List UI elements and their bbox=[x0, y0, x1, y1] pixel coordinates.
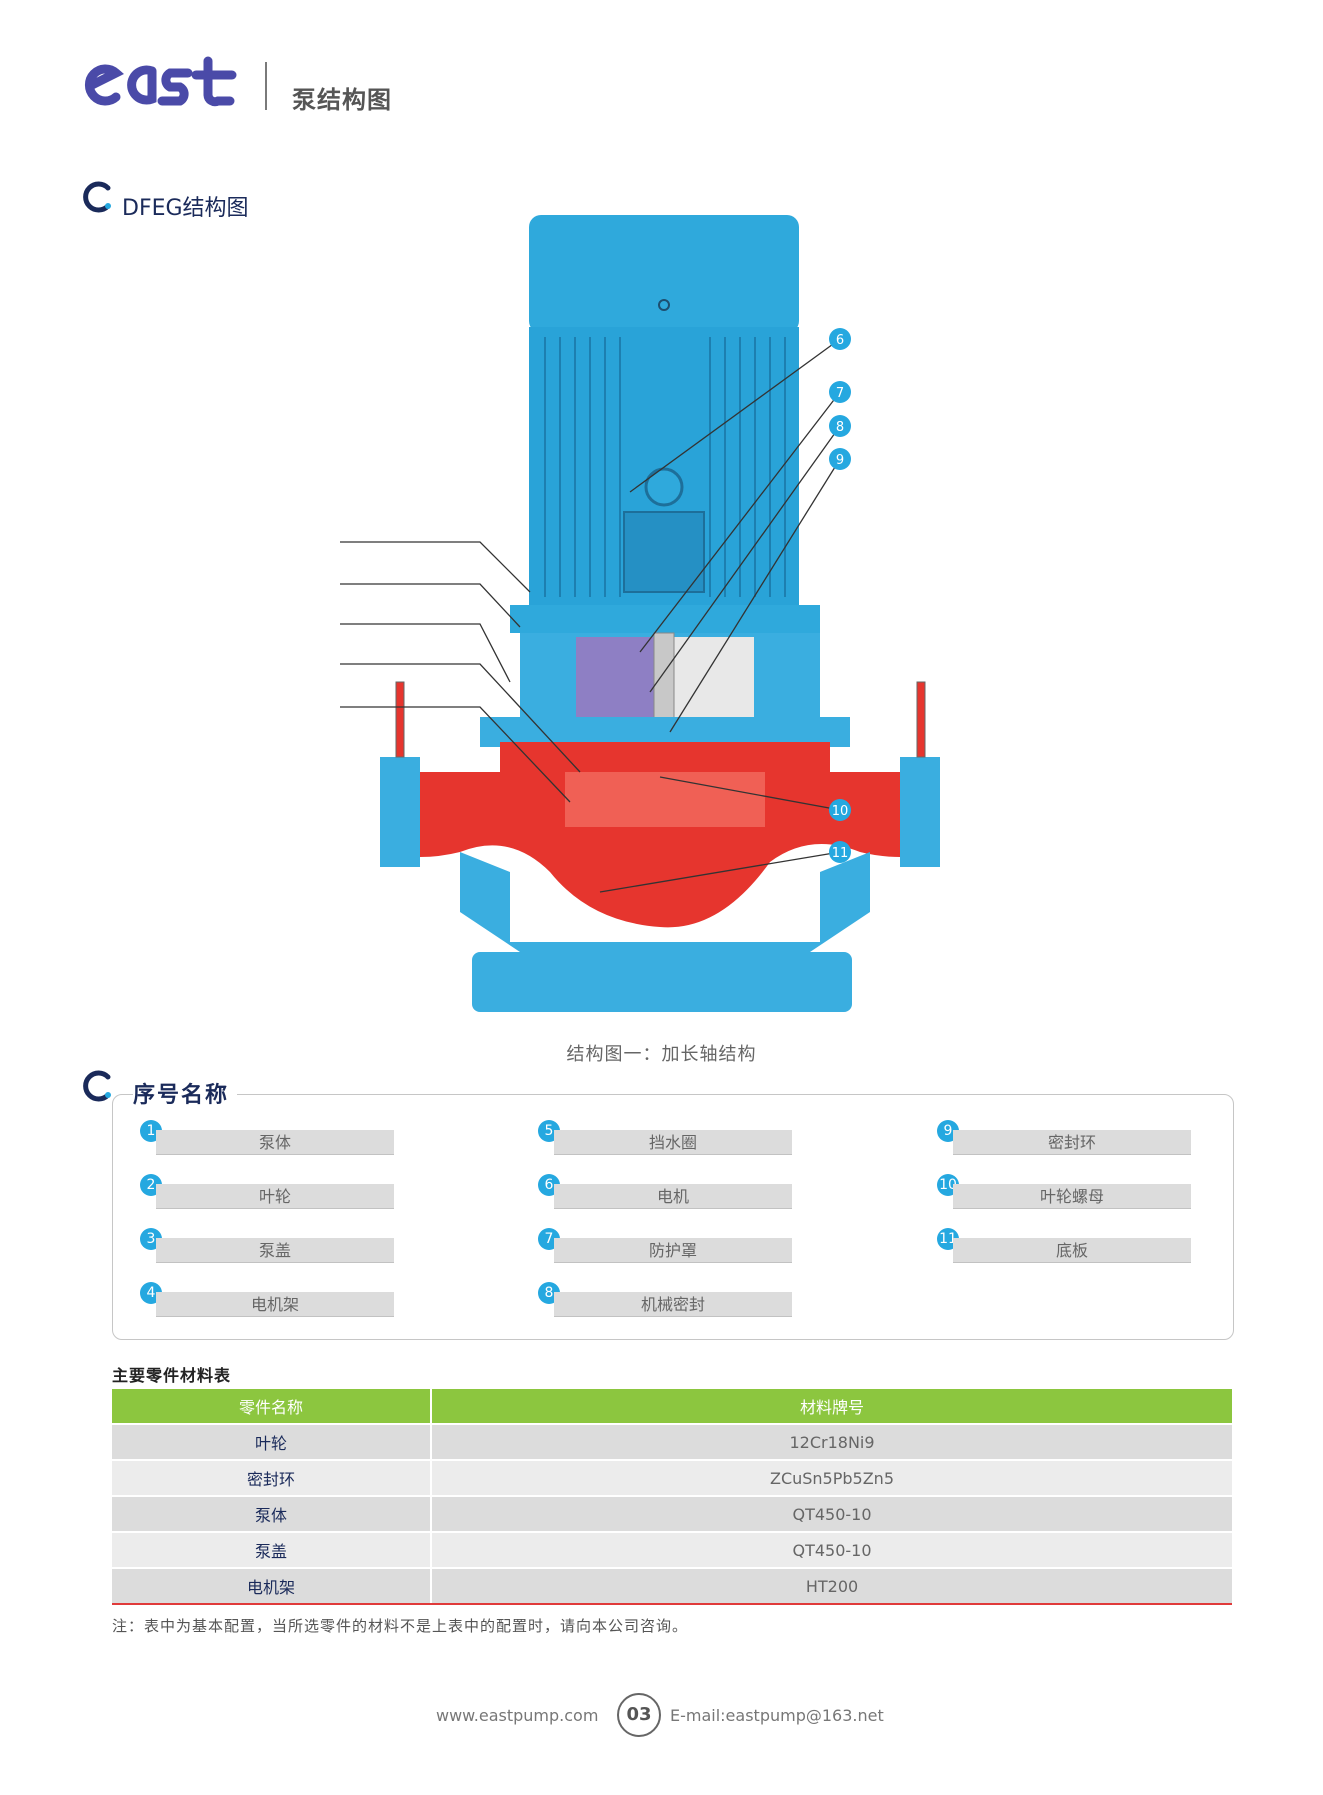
part-name: 电机架 bbox=[156, 1292, 394, 1317]
part-name: 叶轮 bbox=[156, 1184, 394, 1209]
table-header-row: 零件名称 材料牌号 bbox=[112, 1389, 1232, 1424]
callout-circle bbox=[829, 328, 851, 350]
section-bullet-icon bbox=[83, 181, 111, 213]
motor-junction-cap bbox=[644, 467, 684, 507]
part-name: 叶轮螺母 bbox=[953, 1184, 1191, 1209]
part-name-cell: 密封环 bbox=[112, 1459, 432, 1496]
materials-title: 主要零件材料表 bbox=[112, 1366, 232, 1385]
section-title-structure: DFEG结构图 bbox=[122, 196, 249, 221]
callout-number: 6 bbox=[836, 333, 844, 348]
part-name: 机械密封 bbox=[554, 1292, 792, 1317]
callout-circle bbox=[829, 841, 851, 863]
callout-number: 7 bbox=[836, 386, 844, 401]
part-name: 密封环 bbox=[953, 1130, 1191, 1155]
callout-circle bbox=[829, 799, 851, 821]
callout-circle bbox=[829, 415, 851, 437]
motor-cooling-fins bbox=[544, 337, 786, 597]
part-name-cell: 泵体 bbox=[112, 1495, 432, 1532]
pump-structure-diagram: 1234567891011 bbox=[340, 215, 940, 1012]
part-name: 防护罩 bbox=[554, 1238, 792, 1263]
inlet-flange bbox=[380, 757, 420, 867]
motor-fan-cover bbox=[529, 215, 799, 333]
footer-website: www.eastpump.com bbox=[436, 1706, 599, 1725]
base-plate bbox=[472, 952, 852, 1012]
material-cell: HT200 bbox=[431, 1567, 1232, 1605]
part-name: 挡水圈 bbox=[554, 1130, 792, 1155]
part-name: 泵盖 bbox=[156, 1238, 394, 1263]
outlet-flange bbox=[900, 757, 940, 867]
col-header-material: 材料牌号 bbox=[431, 1389, 1232, 1424]
east-logo: east bbox=[84, 56, 237, 114]
page-title: 泵结构图 bbox=[292, 86, 392, 114]
footnote: 注：表中为基本配置，当所选零件的材料不是上表中的配置时，请向本公司咨询。 bbox=[112, 1617, 689, 1635]
part-name-cell: 叶轮 bbox=[112, 1423, 432, 1460]
callout-circle bbox=[829, 448, 851, 470]
part-name: 泵体 bbox=[156, 1130, 394, 1155]
callout-number: 9 bbox=[836, 453, 844, 468]
logo-text: east bbox=[164, 111, 167, 114]
diagram-callouts: 1234567891011 bbox=[829, 328, 851, 863]
part-name: 底板 bbox=[953, 1238, 1191, 1263]
section-bullet-icon bbox=[83, 1070, 111, 1102]
callout-circle bbox=[829, 381, 851, 403]
part-name: 电机 bbox=[554, 1184, 792, 1209]
callout-number: 10 bbox=[832, 804, 849, 819]
section-title-parts: 序号名称 bbox=[133, 1077, 238, 1109]
impeller bbox=[565, 772, 765, 827]
col-header-part: 零件名称 bbox=[112, 1389, 432, 1424]
callout-number: 8 bbox=[836, 420, 844, 435]
material-cell: QT450-10 bbox=[431, 1495, 1232, 1532]
material-cell: 12Cr18Ni9 bbox=[431, 1423, 1232, 1460]
part-name-cell: 泵盖 bbox=[112, 1531, 432, 1568]
diagram-caption: 结构图一：加长轴结构 bbox=[566, 1044, 757, 1065]
motor-terminal-box bbox=[623, 511, 705, 593]
page-number: 03 bbox=[617, 1693, 661, 1737]
material-cell: QT450-10 bbox=[431, 1531, 1232, 1568]
callout-number: 11 bbox=[832, 846, 849, 861]
part-name-cell: 电机架 bbox=[112, 1567, 432, 1605]
material-cell: ZCuSn5Pb5Zn5 bbox=[431, 1459, 1232, 1496]
parts-legend-box bbox=[112, 1094, 1234, 1340]
footer-email: E-mail:eastpump@163.net bbox=[670, 1706, 884, 1725]
header-divider bbox=[265, 62, 267, 110]
